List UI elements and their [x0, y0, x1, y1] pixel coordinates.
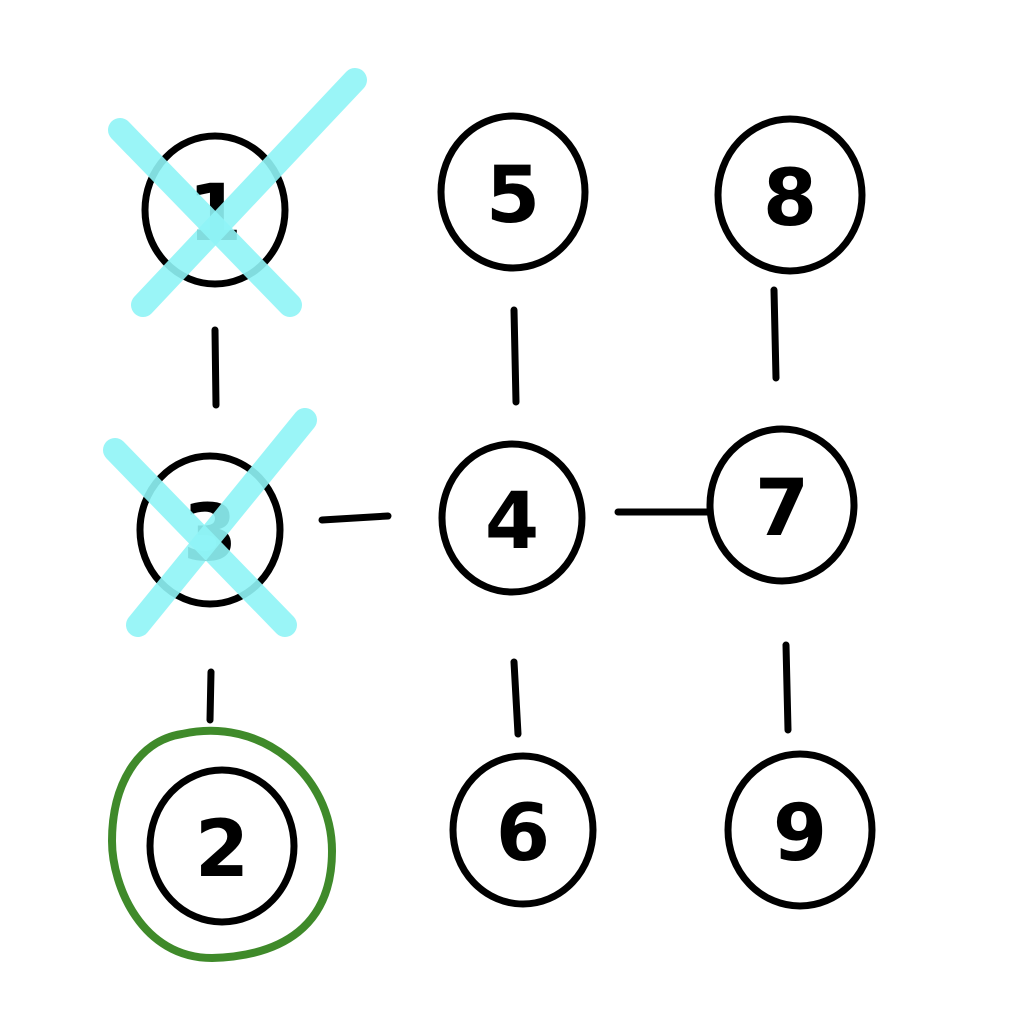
node-8: 8 — [714, 115, 866, 275]
cross-mark-b-1 — [131, 68, 367, 317]
edge-4-6 — [510, 658, 522, 738]
marks-layer — [103, 68, 367, 963]
node-label-7: 7 — [755, 464, 809, 554]
node-2: 2 — [146, 766, 298, 926]
node-circle-5 — [437, 112, 589, 272]
edge-8-7 — [770, 286, 780, 382]
node-5: 5 — [437, 112, 589, 272]
node-circle-2 — [146, 766, 298, 926]
edge-3-4 — [318, 512, 392, 524]
node-6: 6 — [449, 752, 597, 908]
edge-3-2 — [206, 668, 215, 724]
edges-layer — [206, 286, 792, 738]
node-circle-6 — [449, 752, 597, 908]
node-9: 9 — [724, 750, 876, 910]
node-circle-1 — [141, 132, 289, 288]
node-7: 7 — [706, 425, 858, 585]
node-label-9: 9 — [773, 789, 827, 879]
node-circle-8 — [714, 115, 866, 275]
node-label-5: 5 — [486, 151, 540, 241]
node-label-6: 6 — [496, 789, 550, 879]
cross-mark-b-3 — [126, 408, 317, 637]
edge-5-4 — [510, 306, 520, 406]
cross-mark-a-1 — [108, 118, 302, 317]
edge-7-9 — [782, 641, 792, 734]
edge-1-3 — [211, 326, 220, 409]
node-4: 4 — [438, 440, 586, 596]
node-circle-9 — [724, 750, 876, 910]
node-label-4: 4 — [485, 477, 539, 567]
node-circle-3 — [136, 452, 284, 608]
node-label-2: 2 — [195, 805, 249, 895]
node-circle-7 — [706, 425, 858, 585]
selected-ring-2 — [107, 726, 337, 963]
node-circle-4 — [438, 440, 586, 596]
node-label-8: 8 — [763, 154, 817, 244]
